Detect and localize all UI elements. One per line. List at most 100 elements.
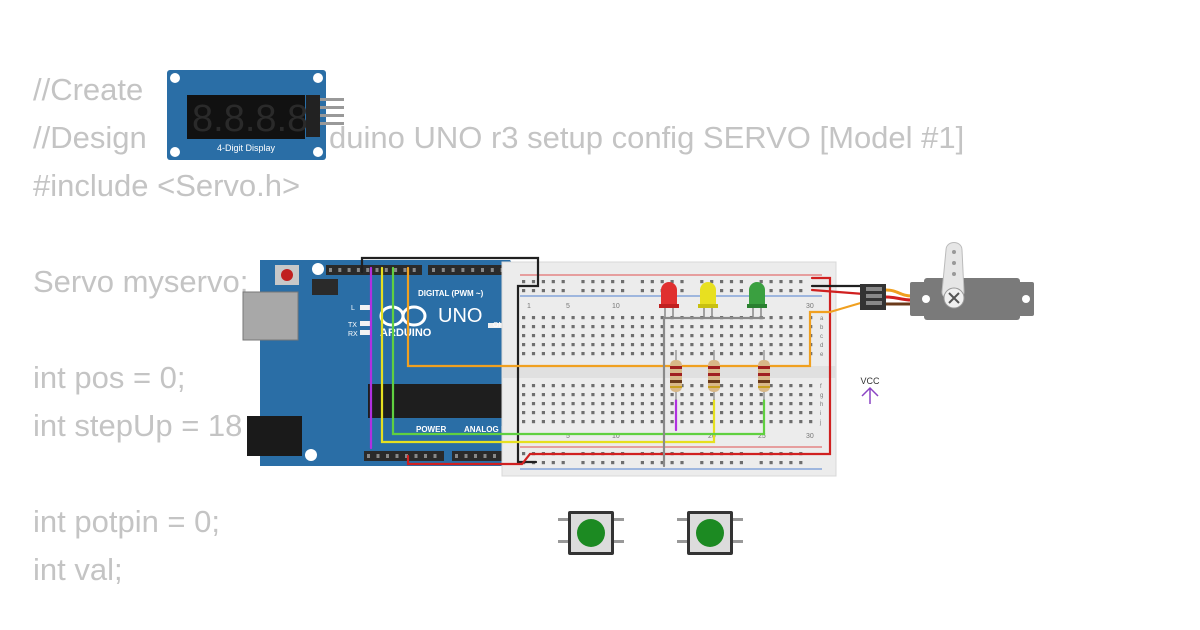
- servo-motor[interactable]: [860, 242, 1034, 321]
- rail-hole: [710, 280, 714, 284]
- breadboard-hole: [779, 411, 783, 415]
- bb-row-b: b: [820, 325, 824, 331]
- breadboard-hole: [789, 316, 793, 320]
- breadboard-hole: [729, 411, 734, 415]
- rail-hole: [729, 461, 734, 465]
- breadboard-hole: [799, 316, 803, 320]
- rail-hole: [660, 280, 664, 284]
- bb-col-b-10: 10: [612, 433, 620, 440]
- rail-hole: [739, 280, 743, 284]
- header-pin: [384, 268, 388, 272]
- push-button-1[interactable]: [558, 511, 624, 555]
- breadboard-hole: [601, 384, 605, 388]
- breadboard-hole: [680, 411, 684, 415]
- led-label-tx: TX: [348, 322, 357, 329]
- four-digit-display[interactable]: 8.8.8.8 4-Digit Display: [167, 70, 344, 160]
- rail-hole: [541, 289, 545, 293]
- atmega-chip: [368, 384, 508, 418]
- breadboard-hole: [680, 402, 684, 406]
- breadboard-hole: [611, 411, 615, 415]
- breadboard-hole: [739, 352, 743, 356]
- push-button-2[interactable]: [677, 511, 743, 555]
- breadboard-hole: [799, 352, 803, 356]
- breadboard-hole: [621, 316, 625, 320]
- breadboard-hole: [670, 352, 674, 356]
- breadboard-hole: [581, 402, 585, 406]
- rail-hole: [680, 461, 684, 465]
- breadboard-hole: [660, 411, 664, 415]
- led-yellow[interactable]: [698, 282, 718, 318]
- breadboard-hole: [809, 420, 813, 424]
- rail-hole: [769, 289, 773, 293]
- breadboard-hole: [720, 384, 724, 388]
- breadboard-hole: [630, 343, 635, 347]
- breadboard-hole: [601, 352, 605, 356]
- wire-green: [391, 266, 766, 436]
- vcc-arrow-icon: [861, 386, 879, 404]
- breadboard-hole: [799, 420, 803, 424]
- vcc-symbol[interactable]: VCC: [860, 376, 880, 404]
- breadboard-hole: [670, 402, 674, 406]
- breadboard-hole: [779, 393, 783, 397]
- rail-hole: [769, 461, 773, 465]
- breadboard-hole: [729, 325, 734, 329]
- breadboard-hole: [809, 393, 813, 397]
- breadboard-hole: [650, 334, 654, 338]
- breadboard-hole: [789, 334, 793, 338]
- breadboard-hole: [710, 343, 714, 347]
- breadboard-hole: [591, 343, 595, 347]
- resistor-3[interactable]: [758, 350, 770, 400]
- breadboard-hole: [551, 316, 555, 320]
- rail-hole: [739, 289, 743, 293]
- display-digits: 8.8.8.8: [192, 98, 308, 140]
- breadboard-hole: [690, 393, 694, 397]
- rail-hole: [522, 280, 526, 284]
- breadboard-hole: [640, 334, 644, 338]
- breadboard-hole: [729, 384, 734, 388]
- rail-hole: [621, 289, 625, 293]
- rail-hole: [531, 280, 536, 284]
- bb-col-10: 10: [612, 303, 620, 310]
- bb-row-a: a: [820, 316, 824, 322]
- rail-hole: [591, 461, 595, 465]
- breadboard-hole: [630, 384, 635, 388]
- vcc-label: VCC: [860, 376, 880, 386]
- breadboard-hole: [522, 420, 526, 424]
- breadboard-hole: [630, 316, 635, 320]
- header-pin: [474, 454, 477, 458]
- wires[interactable]: [360, 256, 866, 468]
- breadboard-hole: [729, 352, 734, 356]
- breadboard-hole: [522, 384, 526, 388]
- bb-row-e: e: [820, 352, 824, 358]
- rail-hole: [591, 289, 595, 293]
- breadboard-hole: [749, 352, 753, 356]
- breadboard-hole: [739, 402, 743, 406]
- breadboard-hole: [650, 420, 654, 424]
- breadboard-hole: [591, 325, 595, 329]
- breadboard-hole: [720, 393, 724, 397]
- breadboard-hole: [561, 325, 565, 329]
- breadboard-hole: [670, 343, 674, 347]
- header-pin: [441, 268, 445, 272]
- breadboard-hole: [799, 325, 803, 329]
- breadboard-hole: [571, 343, 575, 347]
- breadboard-hole: [522, 334, 526, 338]
- resistor-2[interactable]: [708, 350, 720, 400]
- breadboard-hole: [789, 393, 793, 397]
- breadboard-hole: [670, 325, 674, 329]
- breadboard-hole: [630, 352, 635, 356]
- led-green[interactable]: [747, 282, 767, 318]
- breadboard-hole: [769, 316, 773, 320]
- breadboard-hole: [640, 420, 644, 424]
- breadboard-hole: [591, 384, 595, 388]
- breadboard-hole: [522, 411, 526, 415]
- breadboard-hole: [680, 352, 684, 356]
- rail-hole: [720, 289, 724, 293]
- rail-hole: [640, 280, 644, 284]
- resistor-1[interactable]: [670, 350, 682, 400]
- led-red[interactable]: [659, 282, 679, 318]
- breadboard-hole: [551, 402, 555, 406]
- rail-hole: [581, 280, 585, 284]
- breadboard-hole: [769, 402, 773, 406]
- on-label: ON: [493, 322, 504, 329]
